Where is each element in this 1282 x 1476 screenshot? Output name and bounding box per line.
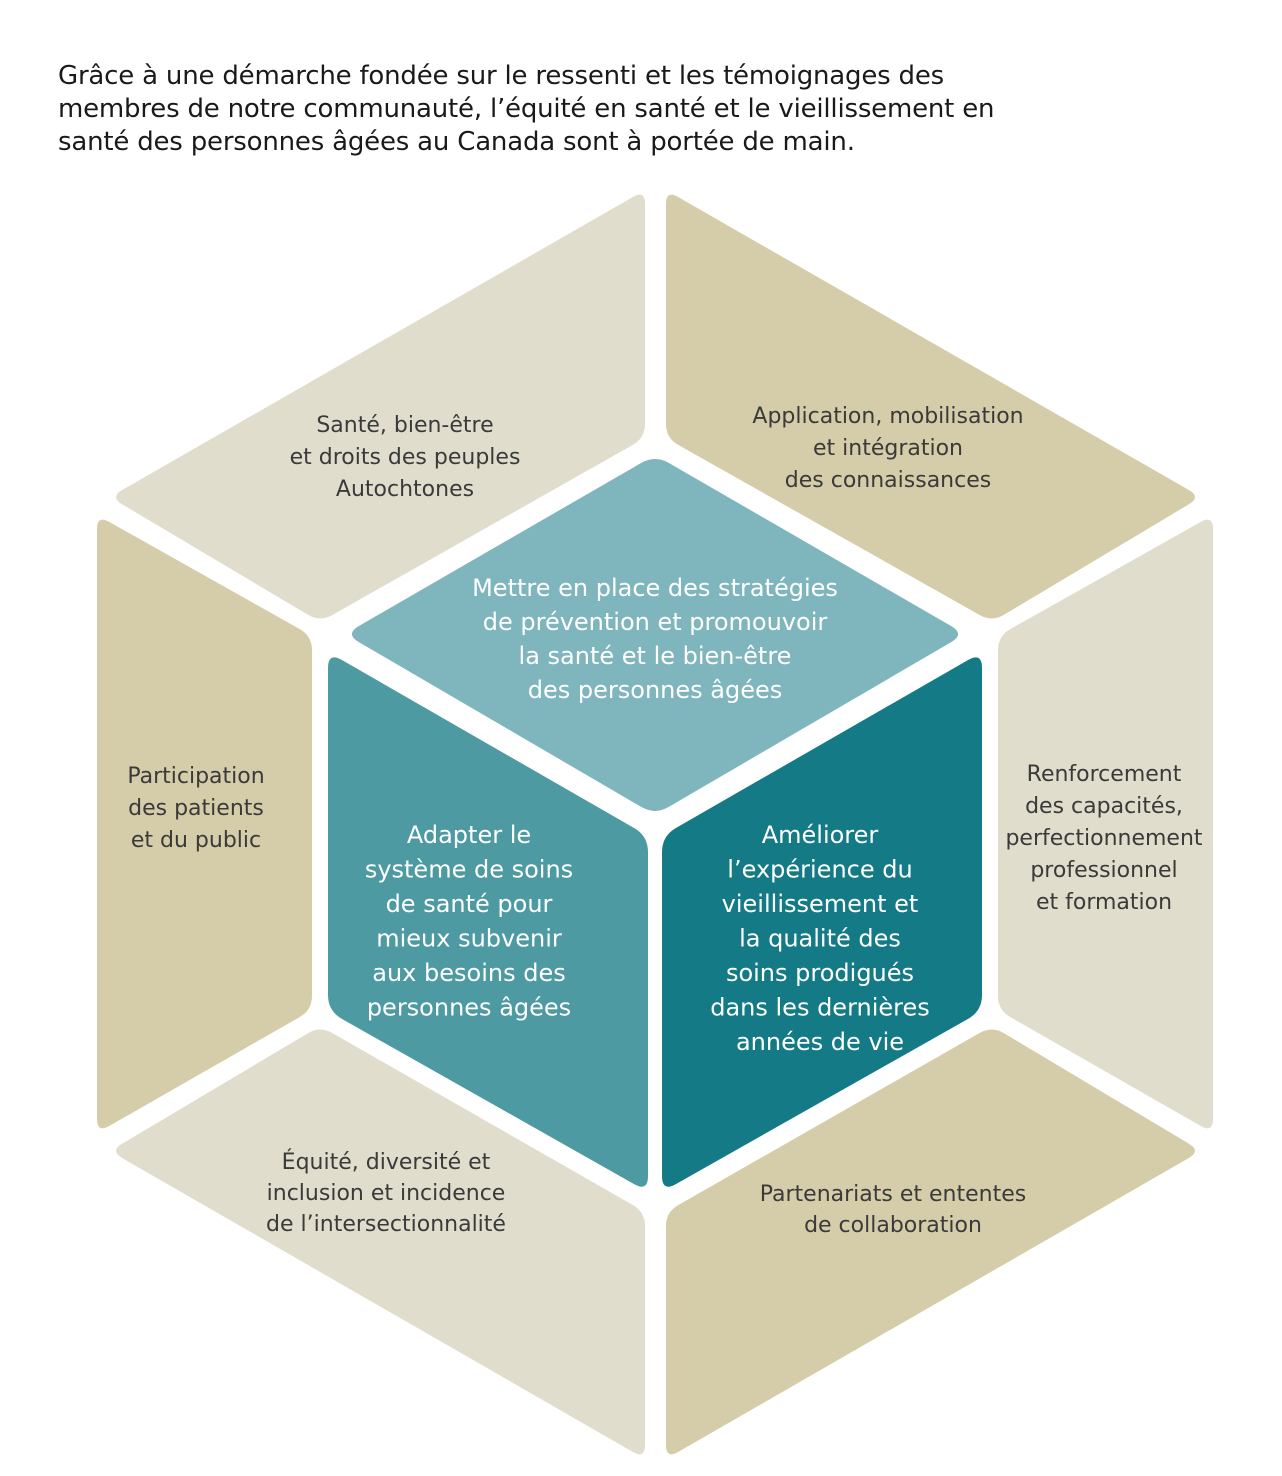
inner-face-top bbox=[351, 459, 959, 811]
outer-label-line: Renforcement bbox=[1027, 762, 1182, 787]
inner-label-line: Adapter le bbox=[407, 821, 531, 849]
inner-face-left bbox=[328, 657, 648, 1187]
inner-label-line: Améliorer bbox=[762, 821, 879, 849]
outer-label-line: Équité, diversité et bbox=[282, 1149, 491, 1175]
outer-label-line: perfectionnement bbox=[1005, 826, 1202, 851]
inner-label-line: vieillissement et bbox=[722, 890, 919, 918]
outer-label-line: inclusion et incidence bbox=[267, 1181, 506, 1206]
outer-segment-top-left bbox=[116, 194, 645, 619]
outer-label-right: Renforcement des capacités, perfectionneme… bbox=[1005, 762, 1202, 915]
outer-label-line: et du public bbox=[131, 828, 261, 853]
outer-segment-bottom-right bbox=[666, 1029, 1195, 1455]
outer-label-bottom-left: Équité, diversité et inclusion et inciden… bbox=[266, 1149, 506, 1237]
inner-label-line: personnes âgées bbox=[367, 994, 571, 1022]
intro-line-2: membres de notre communauté, l’équité en… bbox=[58, 94, 995, 124]
inner-label-line: la qualité des bbox=[739, 925, 901, 953]
outer-label-line: et intégration bbox=[813, 436, 963, 461]
outer-segment-left bbox=[97, 519, 312, 1129]
intro-paragraph: Grâce à une démarche fondée sur le resse… bbox=[58, 60, 1058, 159]
outer-label-top-right: Application, mobilisation et intégration d… bbox=[752, 404, 1023, 493]
outer-label-line: et droits des peuples bbox=[290, 445, 521, 470]
outer-segment-right bbox=[998, 519, 1213, 1129]
inner-label-line: Mettre en place des stratégies bbox=[472, 574, 838, 602]
inner-label-line: années de vie bbox=[736, 1028, 904, 1056]
outer-label-line: Partenariats et ententes bbox=[760, 1182, 1026, 1207]
outer-label-bottom-right: Partenariats et ententes de collaboration bbox=[760, 1182, 1026, 1238]
outer-label-line: Autochtones bbox=[336, 477, 474, 502]
outer-label-line: des patients bbox=[128, 796, 264, 821]
outer-label-line: de l’intersectionnalité bbox=[266, 1212, 506, 1237]
inner-label-right: Améliorer l’expérience du vieillissement e… bbox=[710, 821, 930, 1056]
outer-label-line: et formation bbox=[1036, 890, 1172, 915]
outer-label-line: Santé, bien-être bbox=[316, 413, 493, 438]
inner-label-left: Adapter le système de soins de santé pour m… bbox=[365, 821, 573, 1022]
outer-label-line: de collaboration bbox=[804, 1213, 982, 1238]
outer-label-line: Application, mobilisation bbox=[752, 404, 1023, 429]
inner-label-line: dans les dernières bbox=[710, 994, 930, 1022]
inner-label-line: des personnes âgées bbox=[528, 676, 782, 704]
inner-face-right bbox=[662, 657, 982, 1187]
outer-label-line: Participation bbox=[127, 764, 264, 789]
outer-label-line: professionnel bbox=[1030, 858, 1177, 883]
inner-label-line: soins prodigués bbox=[726, 959, 914, 987]
outer-label-left: Participation des patients et du public bbox=[127, 764, 264, 853]
inner-label-line: l’expérience du bbox=[727, 856, 912, 884]
inner-label-top: Mettre en place des stratégies de prévent… bbox=[472, 574, 838, 704]
outer-segment-top-right bbox=[666, 194, 1195, 619]
outer-segment-bottom-left bbox=[116, 1029, 645, 1455]
inner-label-line: aux besoins des bbox=[372, 959, 565, 987]
inner-label-line: de prévention et promouvoir bbox=[483, 608, 828, 636]
inner-label-line: la santé et le bien-être bbox=[519, 642, 792, 670]
inner-label-line: système de soins bbox=[365, 856, 573, 884]
intro-line-3: santé des personnes âgées au Canada sont… bbox=[58, 127, 855, 157]
outer-label-line: des connaissances bbox=[785, 468, 991, 493]
intro-line-1: Grâce à une démarche fondée sur le resse… bbox=[58, 61, 944, 91]
outer-label-line: des capacités, bbox=[1025, 794, 1183, 819]
inner-label-line: de santé pour bbox=[386, 890, 553, 918]
inner-label-line: mieux subvenir bbox=[376, 925, 562, 953]
